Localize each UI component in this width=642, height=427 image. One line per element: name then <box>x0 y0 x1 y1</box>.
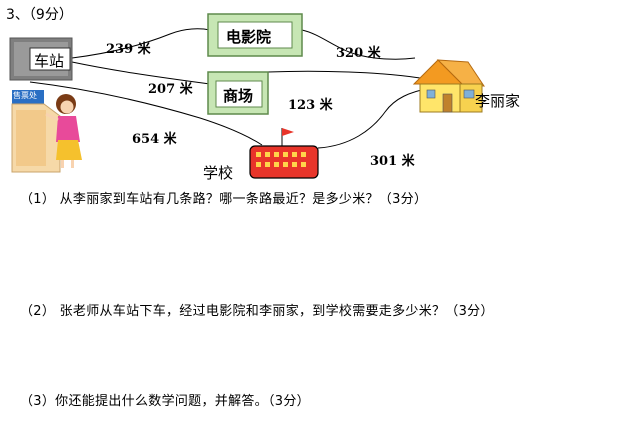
question-2: （2） 张老师从车站下车，经过电影院和李丽家，到学校需要走多少米？（3分） <box>20 304 494 319</box>
distance-school-home: 301 米 <box>370 154 415 169</box>
distance-station-mall: 207 米 <box>148 82 193 97</box>
road-station-mall <box>71 61 211 85</box>
road-school-home <box>317 87 431 149</box>
school-label: 学校 <box>203 164 234 182</box>
ticket-office-label: 售票处 <box>13 91 37 100</box>
question-1: （1） 从李丽家到车站有几条路？哪一条路最近？是多少米？（3分） <box>20 192 428 207</box>
problem-heading: 3、（9分） <box>6 7 73 23</box>
cinema-label: 电影院 <box>226 28 272 46</box>
road-mall-home <box>267 70 421 79</box>
station-building <box>9 37 73 81</box>
road-station-school <box>29 81 263 146</box>
house <box>412 59 485 113</box>
distance-mall-home: 123 米 <box>288 98 333 113</box>
road-station-cinema <box>71 28 211 59</box>
question-3: （3）你还能提出什么数学问题，并解答。（3分） <box>20 394 310 409</box>
distance-station-cinema: 239 米 <box>106 42 151 57</box>
ticket-booth <box>11 90 61 173</box>
home-label: 李丽家 <box>475 92 521 110</box>
station-label: 车站 <box>34 52 65 70</box>
distance-cinema-home: 320 米 <box>336 46 381 61</box>
mall-label: 商场 <box>223 87 254 105</box>
cinema-sign <box>207 13 303 57</box>
distance-station-school: 654 米 <box>132 132 177 147</box>
mall-sign <box>207 71 269 115</box>
school-building <box>249 128 319 179</box>
girl-figure <box>45 94 82 168</box>
road-cinema-home <box>301 29 416 60</box>
